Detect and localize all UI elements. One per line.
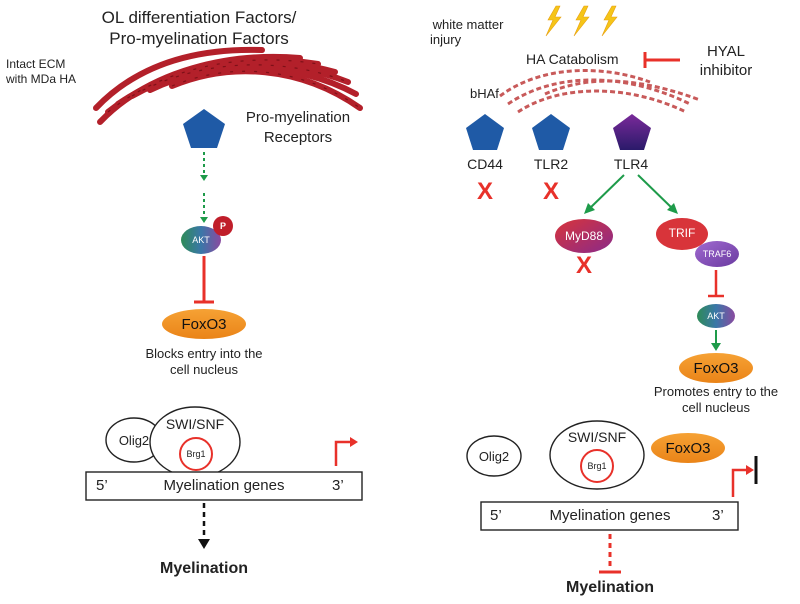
akt-label-right: AKT bbox=[707, 311, 725, 321]
phospho-node bbox=[213, 216, 233, 236]
gene-box-right bbox=[480, 501, 739, 531]
blocks-label-line1: Blocks entry into the bbox=[145, 346, 263, 361]
ecm-fibers bbox=[93, 46, 363, 125]
akt-node-right bbox=[697, 304, 735, 328]
trif-node bbox=[656, 218, 708, 250]
gene-5prime-right: 5’ bbox=[490, 507, 502, 524]
injury-label-line1: white matter bbox=[432, 17, 504, 32]
tss-arrow-left bbox=[334, 440, 352, 466]
myelination-label-left: Myelination bbox=[159, 560, 248, 577]
foxo3-label-right: FoxO3 bbox=[693, 359, 739, 377]
factors-title-line2: Pro-myelination Factors bbox=[109, 29, 289, 48]
tss-arrowhead-left bbox=[350, 437, 358, 447]
myelination-label-right: Myelination bbox=[565, 579, 654, 596]
traf6-label: TRAF6 bbox=[702, 249, 732, 259]
tlr2-label: TLR2 bbox=[533, 156, 569, 172]
inhibition-akt-foxo3 bbox=[194, 256, 214, 304]
factors-title-line1: OL differentiation Factors/ bbox=[101, 8, 297, 27]
ecm-fiber-stripes bbox=[107, 59, 361, 113]
olig2-node-right bbox=[466, 435, 522, 477]
akt-label-left: AKT bbox=[192, 235, 210, 245]
hyal-label-line2: inhibitor bbox=[699, 62, 753, 79]
tss-arrow-right bbox=[731, 456, 758, 497]
foxo3-node-right bbox=[679, 353, 753, 383]
phospho-label: P bbox=[219, 221, 226, 231]
gene-3prime-left: 3’ bbox=[332, 477, 344, 494]
cd44-label: CD44 bbox=[467, 156, 503, 172]
brg1-node-left bbox=[179, 437, 213, 471]
receptor-label-line1: Pro-myelination bbox=[245, 109, 351, 126]
akt-node bbox=[181, 226, 221, 254]
tlr2-block-mark: X bbox=[542, 178, 559, 205]
inhibition-trif-akt bbox=[708, 270, 724, 298]
myelination-arrow-left bbox=[198, 503, 210, 549]
blocks-label-line2: cell nucleus bbox=[170, 362, 238, 377]
foxo3-node-left bbox=[162, 309, 246, 339]
cd44-block-mark: X bbox=[476, 178, 493, 205]
gene-label-left: Myelination genes bbox=[163, 477, 285, 494]
swisnf-label-left: SWI/SNF bbox=[165, 416, 225, 432]
receptor-label-line2: Receptors bbox=[263, 129, 333, 146]
ecm-label-line2: with MDa HA bbox=[6, 72, 77, 86]
hyal-inhibition bbox=[643, 52, 680, 68]
activation-akt-foxo3 bbox=[711, 330, 721, 351]
gene-box-left bbox=[85, 471, 363, 501]
promotes-label-line1: Promotes entry to the bbox=[653, 384, 779, 399]
foxo3-label-left: FoxO3 bbox=[181, 315, 227, 333]
tlr4-receptor bbox=[613, 114, 651, 150]
lightning-bolts bbox=[545, 5, 618, 37]
foxo3-node-nuclear bbox=[651, 433, 725, 463]
brg1-node-right bbox=[580, 449, 614, 483]
myd88-block-mark: X bbox=[575, 252, 592, 279]
ecm-label-line1: Intact ECM bbox=[6, 57, 66, 71]
swisnf-label-right: SWI/SNF bbox=[567, 429, 627, 445]
promotes-label-line2: cell nucleus bbox=[682, 400, 750, 415]
tlr4-activation-arrows bbox=[584, 174, 678, 214]
cd44-receptor bbox=[466, 114, 504, 150]
activation-arrow-dotted bbox=[200, 152, 208, 223]
brg1-label-right: Brg1 bbox=[587, 461, 607, 471]
myelination-inhibition-right bbox=[599, 534, 621, 574]
trif-label: TRIF bbox=[668, 226, 696, 240]
myd88-label: MyD88 bbox=[564, 229, 603, 243]
tlr4-label: TLR4 bbox=[613, 156, 649, 172]
hyal-label-line1: HYAL bbox=[706, 43, 746, 60]
myd88-node bbox=[555, 219, 613, 253]
foxo3-label-nuclear: FoxO3 bbox=[665, 439, 711, 457]
olig2-label-left: Olig2 bbox=[118, 432, 150, 448]
traf6-node bbox=[695, 241, 739, 267]
pro-myelination-receptor bbox=[183, 109, 225, 148]
injury-label-line2: injury bbox=[430, 32, 462, 47]
gene-5prime-left: 5’ bbox=[96, 477, 108, 494]
olig2-label-right: Olig2 bbox=[478, 448, 510, 464]
ha-fragments bbox=[499, 69, 701, 114]
ha-catabolism-label: HA Catabolism bbox=[526, 51, 619, 67]
gene-3prime-right: 3’ bbox=[712, 507, 724, 524]
bhaf-label: bHAf bbox=[470, 86, 499, 101]
tlr2-receptor bbox=[532, 114, 570, 150]
brg1-label-left: Brg1 bbox=[186, 449, 206, 459]
gene-label-right: Myelination genes bbox=[549, 507, 671, 524]
